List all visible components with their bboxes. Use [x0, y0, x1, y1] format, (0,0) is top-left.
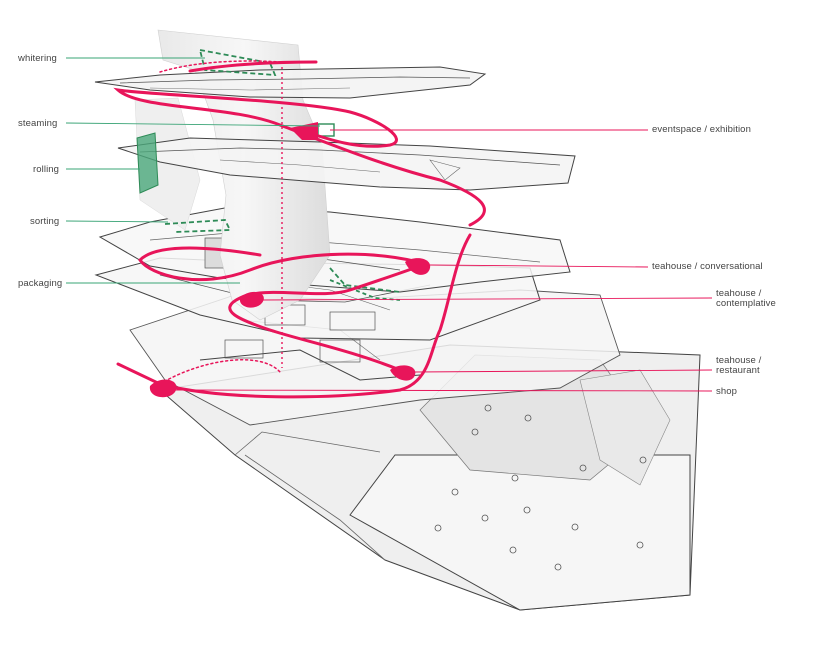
column-markers	[434, 404, 647, 571]
leader-shop	[174, 389, 713, 392]
label-whitering: whitering	[18, 53, 57, 64]
label-shop: shop	[716, 386, 738, 397]
leader-teahouse-restaurant	[414, 369, 713, 373]
label-teahouse-conversational: teahouse / conversational	[652, 261, 763, 272]
label-rolling: rolling	[33, 164, 60, 175]
label-teahouse-contemplative-line1: teahouse /	[716, 288, 762, 299]
process-outlines	[136, 48, 401, 301]
label-teahouse-restaurant-line2: restaurant	[716, 365, 760, 376]
floor-plate-roof	[94, 66, 487, 99]
leader-teahouse-conversational	[429, 264, 649, 268]
label-teahouse-contemplative-line2: contemplative	[716, 298, 776, 309]
leader-teahouse-contemplative	[261, 297, 713, 301]
label-teahouse-restaurant-line1: teahouse /	[716, 355, 762, 366]
label-eventspace-exhibition: eventspace / exhibition	[652, 124, 751, 135]
label-packaging: packaging	[18, 278, 63, 289]
leader-lines	[65, 57, 713, 392]
label-steaming: steaming	[18, 118, 58, 129]
circulation-path	[113, 60, 486, 399]
leader-steaming	[65, 122, 321, 127]
label-sorting: sorting	[30, 216, 60, 227]
floor-plate-level-4	[117, 137, 576, 191]
program-markers	[149, 122, 431, 398]
leader-sorting	[65, 220, 169, 223]
